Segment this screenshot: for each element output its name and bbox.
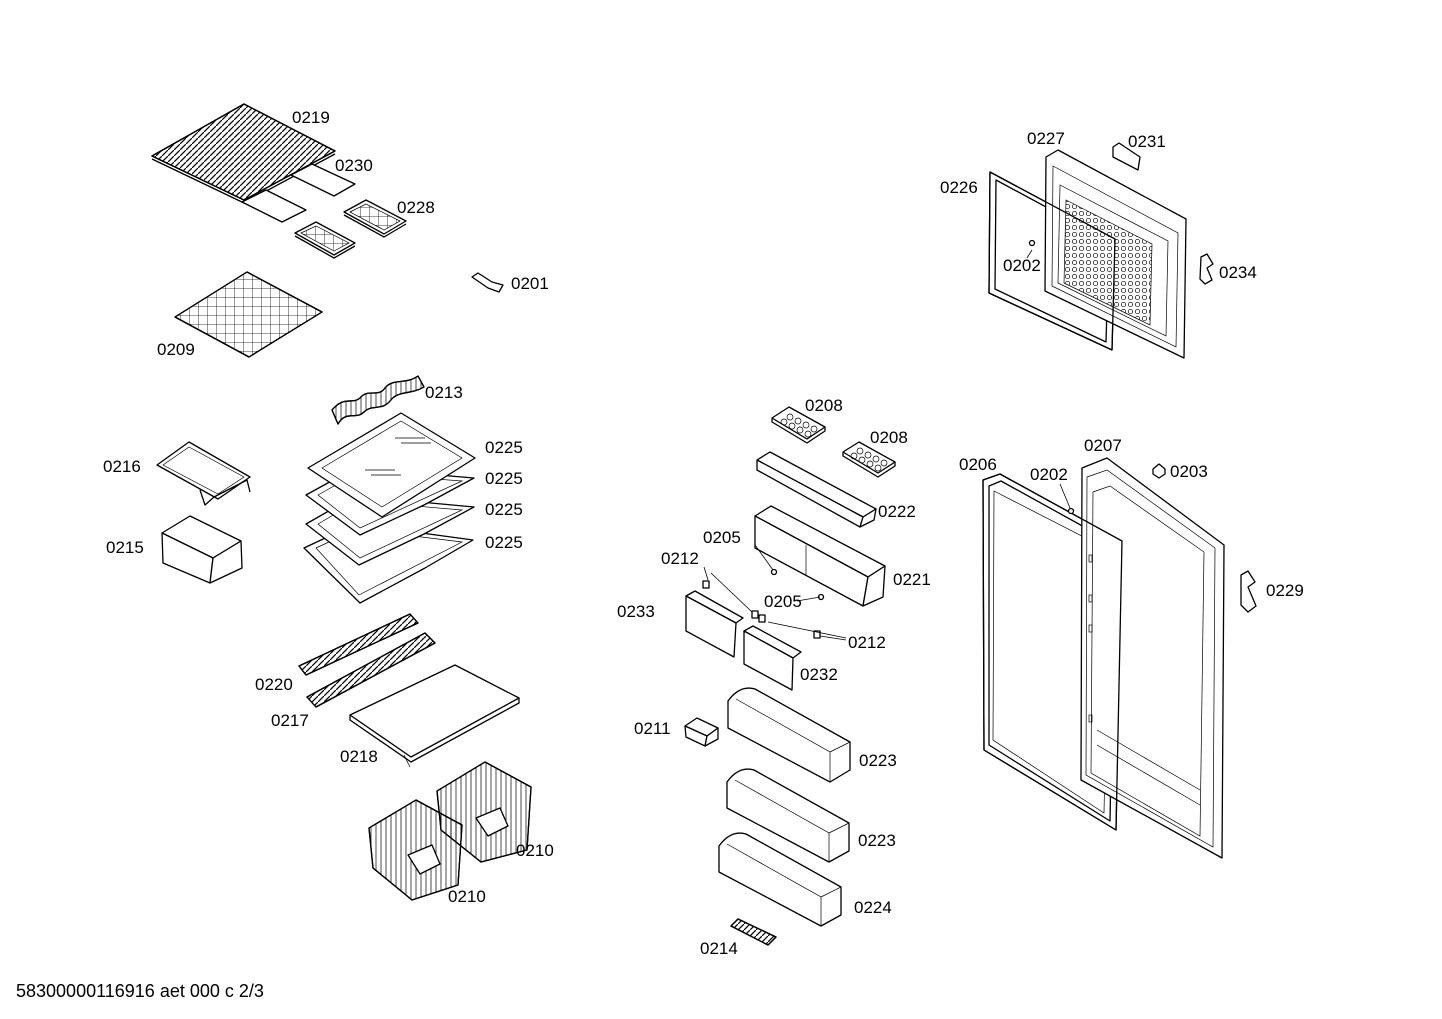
part-0202-screw-lower xyxy=(1067,507,1075,515)
label-0215: 0215 xyxy=(106,538,144,557)
part-0205-pins xyxy=(770,568,825,601)
part-0231-handle xyxy=(1112,142,1141,171)
label-0214: 0214 xyxy=(700,939,738,958)
part-0206-gasket-front xyxy=(982,473,1123,831)
part-0214-rack xyxy=(730,918,777,946)
label-0221: 0221 xyxy=(893,570,931,589)
label-0225-1: 0225 xyxy=(485,438,523,457)
label-0209: 0209 xyxy=(157,340,195,359)
part-0221-long-shelf xyxy=(754,505,886,607)
label-0225-4: 0225 xyxy=(485,533,523,552)
label-0212-2: 0212 xyxy=(848,633,886,652)
label-0205-1: 0205 xyxy=(703,528,741,547)
label-0208-2: 0208 xyxy=(870,428,908,447)
part-0216-tray xyxy=(156,441,251,506)
label-0227: 0227 xyxy=(1027,129,1065,148)
part-0232-flap xyxy=(743,625,802,691)
part-0202-screw-upper xyxy=(1028,239,1036,247)
part-0209-grid-shelf xyxy=(174,271,323,358)
part-0218-shelf-plate xyxy=(349,664,520,768)
label-0231: 0231 xyxy=(1128,132,1166,151)
part-0229-bracket xyxy=(1240,570,1257,613)
part-0228-ice-trays xyxy=(294,199,407,259)
leader-lines xyxy=(703,249,1071,641)
part-0226-gasket-front xyxy=(988,171,1116,351)
label-0218: 0218 xyxy=(340,747,378,766)
part-0201-scraper xyxy=(471,272,504,293)
part-0230-plates xyxy=(241,163,356,223)
label-0203: 0203 xyxy=(1170,462,1208,481)
label-0207: 0207 xyxy=(1084,436,1122,455)
label-0225-2: 0225 xyxy=(485,469,523,488)
label-0201: 0201 xyxy=(511,274,549,293)
label-0232: 0232 xyxy=(800,665,838,684)
part-0223-door-bin-upper xyxy=(727,687,851,783)
label-0223-1: 0223 xyxy=(859,751,897,770)
label-0228: 0228 xyxy=(397,198,435,217)
label-0208-1: 0208 xyxy=(805,396,843,415)
label-0220: 0220 xyxy=(255,675,293,694)
part-0227-freezer-door xyxy=(1044,149,1187,359)
part-0234-bracket xyxy=(1199,253,1214,285)
label-0205-2: 0205 xyxy=(764,592,802,611)
part-0208-egg-trays xyxy=(771,406,896,478)
part-0223-door-bin-lower xyxy=(726,768,850,863)
label-0224: 0224 xyxy=(854,898,892,917)
label-0234: 0234 xyxy=(1219,263,1257,282)
label-0223-2: 0223 xyxy=(858,831,896,850)
label-0217: 0217 xyxy=(271,711,309,730)
part-0213-bottle-rack xyxy=(331,375,425,425)
label-0211: 0211 xyxy=(634,719,671,738)
part-0203-cap xyxy=(1152,463,1166,479)
label-0226: 0226 xyxy=(940,178,978,197)
label-0210-1: 0210 xyxy=(516,841,554,860)
part-0211-small-box xyxy=(684,717,719,747)
part-labels: 0219 0230 0228 0201 0209 0213 0225 0225 … xyxy=(103,108,1304,958)
label-0212-1: 0212 xyxy=(661,549,699,568)
part-0220-0217-strips xyxy=(298,613,436,708)
label-0206: 0206 xyxy=(959,455,997,474)
part-0212-hinges xyxy=(702,580,821,639)
document-id-footer: 58300000116916 aet 000 c 2/3 xyxy=(16,981,264,1001)
label-0216: 0216 xyxy=(103,457,141,476)
label-0230: 0230 xyxy=(335,156,373,175)
label-0219: 0219 xyxy=(292,108,330,127)
part-0210-crisper-drawers xyxy=(368,761,532,901)
part-0215-drawer xyxy=(161,515,243,584)
label-0229: 0229 xyxy=(1266,581,1304,600)
label-0233: 0233 xyxy=(617,602,655,621)
part-0233-flap xyxy=(685,590,744,658)
label-0202-2: 0202 xyxy=(1030,465,1068,484)
part-0224-door-bin xyxy=(718,832,842,927)
part-0207-fridge-door xyxy=(1080,457,1225,859)
label-0210-2: 0210 xyxy=(448,887,486,906)
label-0213: 0213 xyxy=(425,383,463,402)
label-0222: 0222 xyxy=(878,502,916,521)
part-0225-glass-shelves xyxy=(303,412,476,604)
label-0202-1: 0202 xyxy=(1003,256,1041,275)
label-0225-3: 0225 xyxy=(485,500,523,519)
part-0222-door-shelf xyxy=(756,451,877,528)
